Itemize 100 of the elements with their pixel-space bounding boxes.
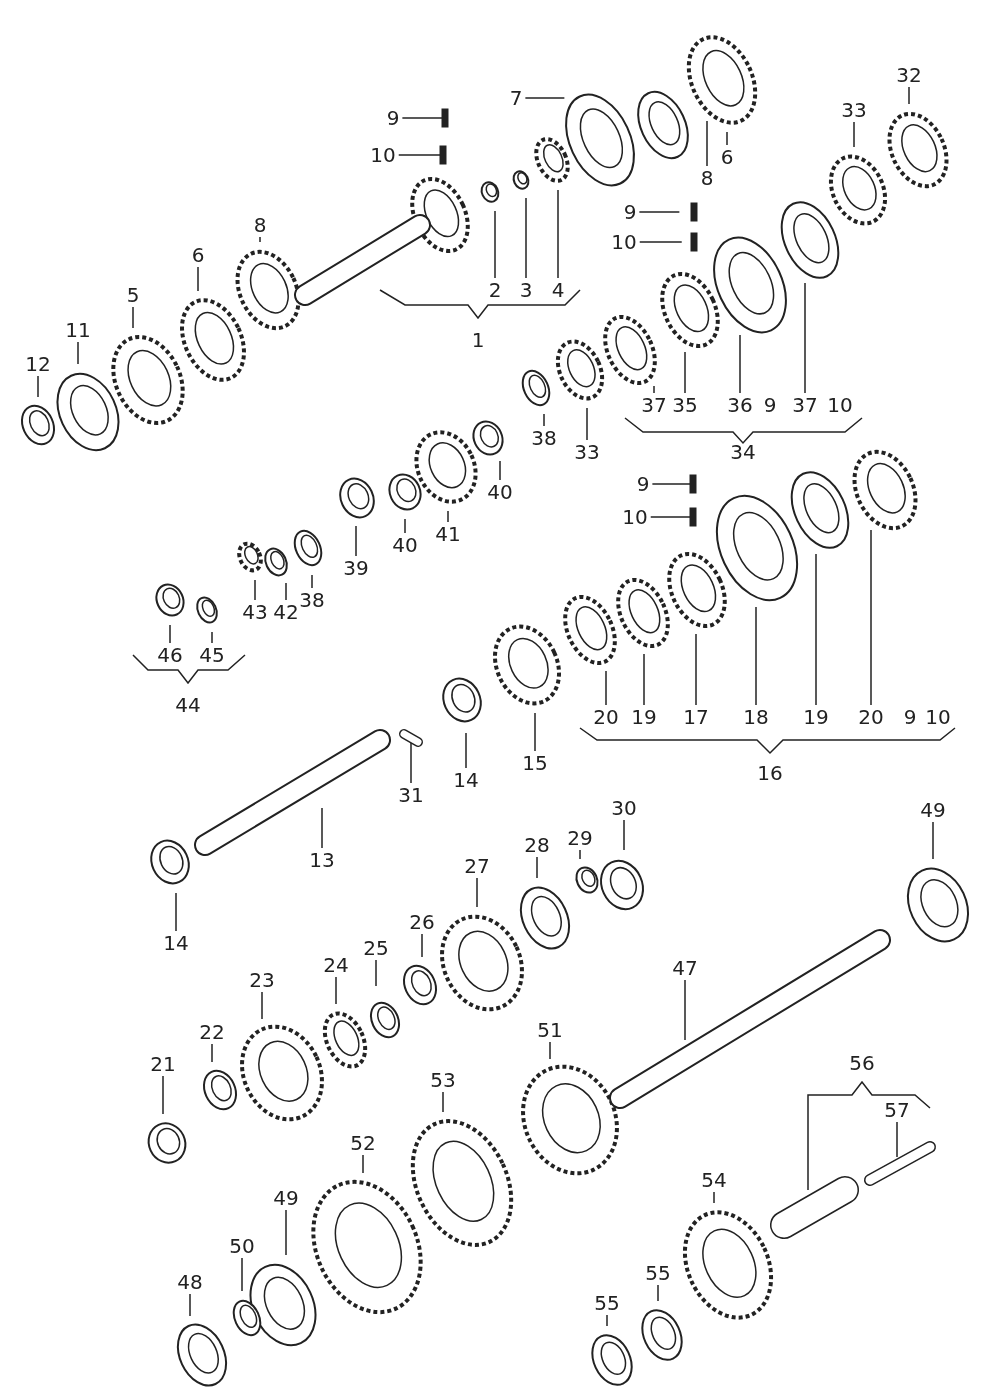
leader-line [684,979,686,1041]
leader-line [657,1284,659,1302]
callout-number: 36 [727,394,753,416]
callout-number: 10 [827,394,853,416]
callout-number: 9 [386,107,400,129]
callout-number: 11 [65,319,91,341]
callout-number: 56 [849,1052,875,1074]
leader-line [254,579,256,601]
leader-line [189,1293,191,1317]
leader-line [755,606,757,706]
callout-number: 6 [720,146,734,168]
callout-number: 53 [430,1069,456,1091]
callout-number: 57 [884,1099,910,1121]
leader-line [311,574,313,589]
callout-number: 8 [253,214,267,236]
callout-number: 37 [792,394,818,416]
callout-number: 34 [730,441,756,463]
leader-line [494,210,496,279]
callout-number: 7 [509,87,523,109]
leader-line [739,334,741,394]
callout-number: 20 [858,706,884,728]
leader-line [706,120,708,167]
leader-line [870,529,872,706]
callout-number: 27 [464,855,490,877]
leader-line [853,121,855,148]
leader-line [543,413,545,427]
leader-line [259,236,261,243]
leader-line [549,1041,551,1060]
leader-line [606,1314,608,1327]
callout-number: 16 [757,762,783,784]
callout-number: 20 [593,706,619,728]
callout-number: 55 [594,1292,620,1314]
leader-line [447,510,449,523]
callout-number: 43 [242,601,268,623]
leader-line [77,341,79,365]
callout-number: 40 [392,534,418,556]
callout-number: 24 [323,954,349,976]
callout-number: 29 [567,827,593,849]
leader-line [169,624,171,644]
callout-number: 42 [273,601,299,623]
leader-line [815,553,817,706]
callout-number: 13 [309,849,335,871]
callout-number: 35 [672,394,698,416]
leader-line [653,385,655,394]
callout-number: 10 [622,506,648,528]
leader-line [197,266,199,292]
callout-number: 37 [641,394,667,416]
leader-line [623,819,625,851]
callout-number: 50 [229,1235,255,1257]
leader-line [465,732,467,769]
leader-line [525,197,527,279]
callout-number: 23 [249,969,275,991]
callout-number: 18 [743,706,769,728]
callout-number: 2 [488,279,502,301]
leader-line [442,1091,444,1113]
callout-number: 44 [175,694,201,716]
callout-number: 3 [519,279,533,301]
leader-line [355,525,357,557]
callout-number: 9 [623,201,637,223]
leader-line [241,1257,243,1292]
leader-line [335,976,337,1005]
leader-line [534,712,536,752]
callout-number: 47 [672,957,698,979]
leader-line [285,582,287,601]
leader-line [401,117,444,119]
callout-number: 5 [126,284,140,306]
callout-number: 1 [471,329,485,351]
callout-number: 10 [611,231,637,253]
callout-number: 33 [841,99,867,121]
leader-line [410,742,412,784]
callout-number: 8 [700,167,714,189]
callout-number: 10 [925,706,951,728]
leader-line [684,351,686,394]
leader-line [375,959,377,987]
leader-line [261,991,263,1020]
leader-line [499,460,501,481]
leader-line [132,306,134,329]
leader-line [638,211,681,213]
leader-line [536,856,538,879]
callout-number: 14 [453,769,479,791]
callout-number: 14 [163,932,189,954]
leader-line [695,633,697,706]
leader-line [476,877,478,908]
leader-line [713,1191,715,1204]
leader-line [404,518,406,534]
callout-number: 25 [363,937,389,959]
callout-number: 49 [920,799,946,821]
callout-number: 39 [343,557,369,579]
callout-number: 40 [487,481,513,503]
callout-number: 30 [611,797,637,819]
leader-line [211,631,213,644]
callout-number: 45 [199,644,225,666]
callout-number: 9 [903,706,917,728]
callout-number: 19 [803,706,829,728]
callout-number: 38 [299,589,325,611]
callout-number: 41 [435,523,461,545]
callout-number: 33 [574,441,600,463]
callout-number: 6 [191,244,205,266]
leader-line [285,1209,287,1256]
callout-number: 9 [763,394,777,416]
